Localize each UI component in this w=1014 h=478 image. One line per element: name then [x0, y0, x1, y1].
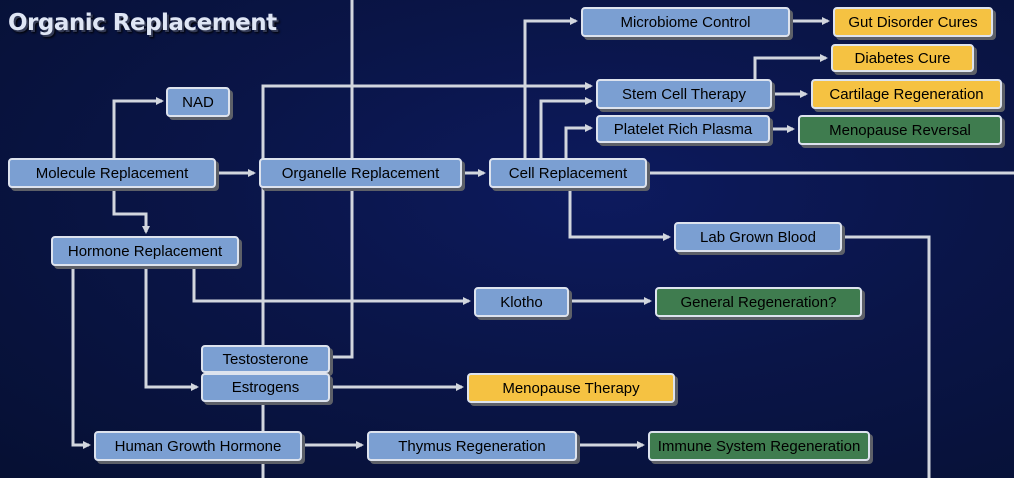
- node-organelle-replacement[interactable]: Organelle Replacement: [259, 158, 462, 188]
- node-human-growth-hormone[interactable]: Human Growth Hormone: [94, 431, 302, 461]
- line-molecule-nad: [112, 97, 164, 158]
- node-klotho[interactable]: Klotho: [474, 287, 569, 317]
- line-stem-diabetes: [753, 54, 828, 79]
- node-molecule-replacement[interactable]: Molecule Replacement: [8, 158, 216, 188]
- node-hormone-replacement[interactable]: Hormone Replacement: [51, 236, 239, 266]
- node-diabetes-cure[interactable]: Diabetes Cure: [831, 44, 974, 72]
- line-molecule-hormone: [112, 188, 150, 234]
- line-hormone-hgh: [71, 266, 91, 449]
- line-testosterone-stem: [261, 82, 593, 346]
- line-hormone-klotho: [192, 266, 471, 305]
- diagram-title: Organic Replacement: [8, 10, 277, 36]
- node-general-regeneration[interactable]: General Regeneration?: [655, 287, 862, 317]
- node-lab-grown-blood[interactable]: Lab Grown Blood: [674, 222, 842, 252]
- node-cell-replacement[interactable]: Cell Replacement: [489, 158, 647, 188]
- node-immune-system-regeneration[interactable]: Immune System Regeneration: [648, 431, 870, 461]
- node-estrogens[interactable]: Estrogens: [201, 373, 330, 402]
- line-cell-stem: [539, 97, 593, 158]
- node-platelet-rich-plasma[interactable]: Platelet Rich Plasma: [596, 115, 770, 143]
- node-menopause-therapy[interactable]: Menopause Therapy: [467, 373, 675, 403]
- node-stem-cell-therapy[interactable]: Stem Cell Therapy: [596, 79, 772, 109]
- line-blood-right: [842, 235, 931, 478]
- node-thymus-regeneration[interactable]: Thymus Regeneration: [367, 431, 577, 461]
- node-nad[interactable]: NAD: [166, 87, 230, 117]
- line-top-vertical: [330, 0, 354, 359]
- node-menopause-reversal[interactable]: Menopause Reversal: [798, 115, 1002, 145]
- line-cell-microbiome: [523, 17, 578, 158]
- line-cell-prp: [564, 124, 593, 158]
- node-microbiome-control[interactable]: Microbiome Control: [581, 7, 790, 37]
- line-hormone-estrogens: [144, 266, 199, 391]
- node-testosterone[interactable]: Testosterone: [201, 345, 330, 373]
- line-cell-blood: [568, 188, 671, 241]
- node-cartilage-regeneration[interactable]: Cartilage Regeneration: [811, 79, 1002, 109]
- node-gut-disorder-cures[interactable]: Gut Disorder Cures: [833, 7, 993, 37]
